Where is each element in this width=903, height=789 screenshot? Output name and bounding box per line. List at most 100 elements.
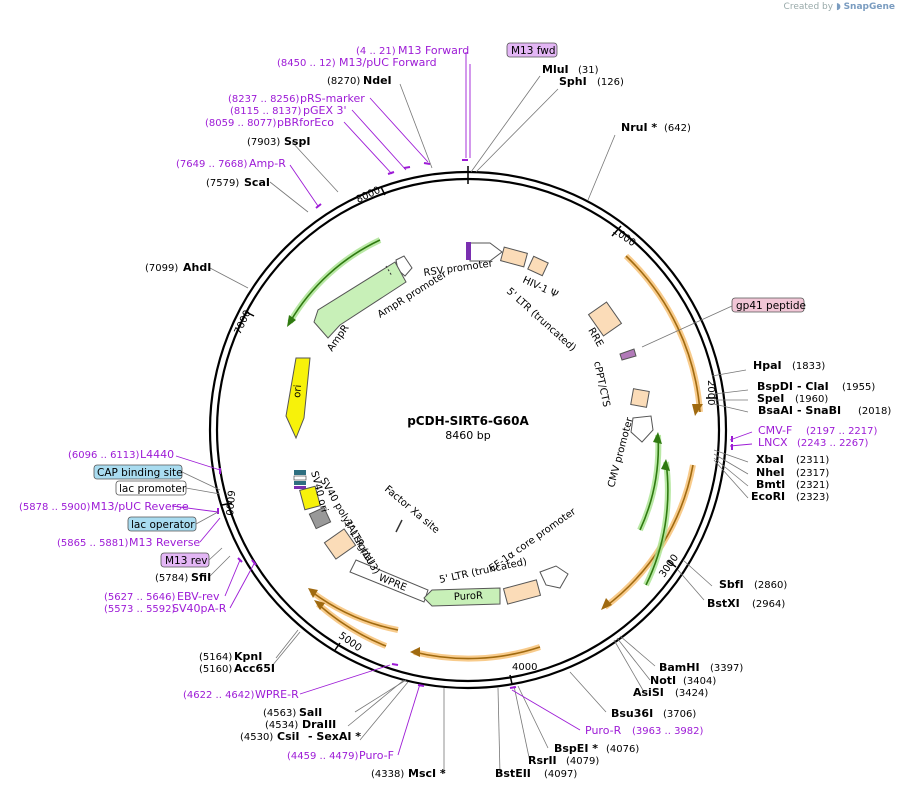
map-text-43: (1955): [842, 382, 875, 393]
map-text-51: NheI: [756, 466, 785, 479]
map-text-104: (8115 .. 8137): [230, 106, 302, 117]
feature-puror[interactable]: [423, 587, 501, 607]
enzyme-noti[interactable]: NotI(3404): [650, 674, 716, 687]
feature-ori[interactable]: [285, 357, 311, 440]
feature-sv40-ori[interactable]: [299, 485, 321, 511]
tick-7000: 7000: [233, 309, 254, 337]
map-text-57: SbfI: [719, 578, 744, 591]
map-text-60: (2964): [752, 599, 785, 610]
primer-l4440[interactable]: (6096 .. 6113)L4440: [68, 448, 174, 461]
primer-m13puc-reverse[interactable]: (5878 .. 5900)M13/pUC Reverse: [19, 500, 189, 513]
enzyme-scai[interactable]: (7579)ScaI: [206, 176, 270, 189]
enzyme-msci[interactable]: (4338)MscI *: [371, 767, 446, 780]
enzyme-sbfi[interactable]: SbfI(2860): [719, 578, 787, 591]
feature-cmv-promoter[interactable]: [630, 415, 654, 443]
enzyme-hpai[interactable]: HpaI(1833): [753, 359, 825, 372]
map-text-81: (7099): [145, 263, 178, 274]
boxed-label-m13rev[interactable]: M13 rev: [160, 552, 210, 568]
map-text-124: (4622 .. 4642): [183, 690, 255, 701]
enzyme-rsrii[interactable]: RsrII(4079): [528, 754, 599, 767]
primer-m13-reverse[interactable]: (5865 .. 5881)M13 Reverse: [57, 536, 200, 549]
feature-rre[interactable]: [587, 301, 623, 337]
map-text-61: BamHI: [659, 661, 700, 674]
enzyme-xbai[interactable]: XbaI(2311): [756, 453, 829, 466]
enzyme-nrui[interactable]: NruI *(642): [621, 121, 691, 134]
map-text-37: NruI *: [621, 121, 657, 134]
primer-ebv-rev[interactable]: (5627 .. 5646)EBV-rev: [104, 590, 220, 603]
primer-m13-forward[interactable]: (4 .. 21)M13 Forward: [356, 44, 469, 57]
map-text-126: (4459 .. 4479): [287, 751, 359, 762]
enzyme-ecori[interactable]: EcoRI(2323): [751, 490, 829, 503]
enzyme-sali[interactable]: (4563)SalI: [263, 706, 322, 719]
boxed-label-lines: [181, 471, 223, 561]
enzyme-bspei[interactable]: BspEI *(4076): [554, 742, 639, 755]
boxed-label-gp41[interactable]: gp41 peptide: [731, 297, 806, 313]
map-text-118: (5865 .. 5881): [57, 538, 129, 549]
label-ltr5b: 5' LTR (truncated): [438, 557, 528, 586]
boxed-label-cap[interactable]: CAP binding site: [93, 464, 183, 480]
map-text-112: LNCX: [758, 436, 788, 449]
enzyme-bmti[interactable]: BmtI(2321): [756, 478, 829, 491]
enzyme-sphi[interactable]: SphI(126): [559, 75, 624, 88]
enzyme-draiii[interactable]: (4534)DraIII: [265, 718, 336, 731]
boxed-label-lac-operator[interactable]: lac operator: [127, 516, 197, 532]
enzyme-spei[interactable]: SpeI(1960): [757, 392, 828, 405]
primer-cmv-f[interactable]: CMV-F(2197 .. 2217): [758, 424, 878, 437]
primer-m13puc-forward[interactable]: (8450 .. 12)M13/pUC Forward: [277, 56, 437, 69]
primer-puro-r[interactable]: Puro-R(3963 .. 3982): [585, 724, 704, 737]
map-text-92: DraIII: [302, 718, 336, 731]
primer-amp-r[interactable]: (7649 .. 7668)Amp-R: [176, 157, 286, 170]
feature-ltr5[interactable]: [527, 255, 549, 277]
feature-ampr[interactable]: [313, 261, 407, 339]
label-ltr5: 5' LTR (truncated): [504, 286, 578, 354]
enzyme-bsaai[interactable]: BsaAI- SnaBI(2018): [758, 404, 891, 417]
map-text-84: SfiI: [191, 571, 211, 584]
map-text-119: M13 Reverse: [129, 536, 200, 549]
enzyme-mlui[interactable]: MluI(31): [542, 63, 599, 76]
primer-puro-f[interactable]: (4459 .. 4479)Puro-F: [287, 749, 394, 762]
map-text-88: Acc65I: [234, 662, 275, 675]
map-text-83: (5784): [155, 573, 188, 584]
box-lacprom-text: lac promoter: [119, 483, 187, 495]
feature-cppt[interactable]: [619, 348, 637, 361]
map-text-120: (5627 .. 5646): [104, 592, 176, 603]
enzyme-ahdi[interactable]: (7099)AhdI: [145, 261, 211, 274]
feature-sv40-pa[interactable]: [308, 506, 332, 530]
boxed-label-m13fwd[interactable]: M13 fwd: [506, 42, 558, 58]
enzyme-asisi[interactable]: AsiSI(3424): [633, 686, 708, 699]
primer-lncx[interactable]: LNCX(2243 .. 2267): [758, 436, 869, 449]
map-text-95: - SexAI *: [308, 730, 361, 743]
feature-hiv-psi[interactable]: [499, 246, 529, 268]
primer-pgex3[interactable]: (8115 .. 8137)pGEX 3': [230, 104, 347, 117]
enzyme-bspdi[interactable]: BspDI- ClaI(1955): [757, 380, 875, 393]
enzyme-bsu36i[interactable]: Bsu36I(3706): [611, 707, 696, 720]
feature-small-box: [630, 388, 650, 408]
enzyme-sspi[interactable]: (7903)SspI: [247, 135, 310, 148]
boxed-label-lac-promoter[interactable]: lac promoter: [115, 480, 187, 496]
enzyme-ndei[interactable]: (8270)NdeI: [327, 74, 392, 87]
enzyme-nhei[interactable]: NheI(2317): [756, 466, 829, 479]
map-text-48: (2018): [858, 406, 891, 417]
enzyme-bsteii[interactable]: BstEII(4097): [495, 767, 577, 780]
enzyme-acc65i[interactable]: (5160)Acc65I: [199, 662, 275, 675]
enzyme-sfii[interactable]: (5784)SfiI: [155, 571, 211, 584]
map-text-96: (4338): [371, 769, 404, 780]
primer-pbrforeco[interactable]: (8059 .. 8077)pBRforEco: [205, 116, 334, 129]
enzyme-bstxi[interactable]: BstXI(2964): [707, 597, 785, 610]
map-text-123: SV40pA-R: [172, 602, 227, 615]
feature-ltr5b[interactable]: [502, 579, 542, 605]
feature-wpre[interactable]: [349, 559, 429, 603]
tick-3000: 3000: [657, 553, 681, 580]
feature-ltr3[interactable]: [323, 528, 357, 560]
primer-wpre-r[interactable]: (4622 .. 4642)WPRE-R: [183, 688, 299, 701]
feature-ef1a[interactable]: [539, 565, 569, 589]
primer-prs-marker[interactable]: (8237 .. 8256)pRS-marker: [228, 92, 365, 105]
snapgene-logo-icon: ◗: [835, 2, 841, 12]
enzyme-csii[interactable]: (4530)CsiI- SexAI *: [240, 730, 361, 743]
primer-sv40pa-r[interactable]: (5573 .. 5592)SV40pA-R: [104, 602, 227, 615]
map-text-103: pRS-marker: [300, 92, 365, 105]
map-text-125: WPRE-R: [255, 688, 299, 701]
enzyme-kpni[interactable]: (5164)KpnI: [199, 650, 262, 663]
enzyme-bamhi[interactable]: BamHI(3397): [659, 661, 743, 674]
orange-arrowheads: [308, 404, 703, 657]
